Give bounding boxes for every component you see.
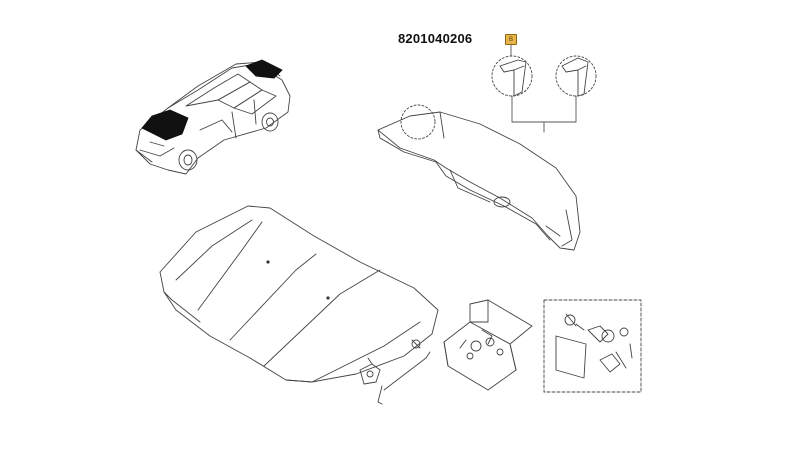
- lock-cylinder-kit[interactable]: [543, 299, 642, 393]
- hardware-kit-box[interactable]: [443, 299, 533, 391]
- seal-detail-left[interactable]: [491, 55, 533, 97]
- hood-latch[interactable]: [359, 357, 381, 385]
- callout-badge: B: [505, 34, 517, 45]
- seal-detail-right[interactable]: [555, 55, 597, 97]
- car-overview[interactable]: [135, 59, 291, 175]
- hood[interactable]: [159, 205, 439, 383]
- trunk-lid[interactable]: [377, 104, 581, 251]
- part-number-label: 8201040206: [398, 31, 473, 46]
- hood-prop-rod[interactable]: [377, 339, 431, 405]
- callout-leader: [510, 44, 577, 133]
